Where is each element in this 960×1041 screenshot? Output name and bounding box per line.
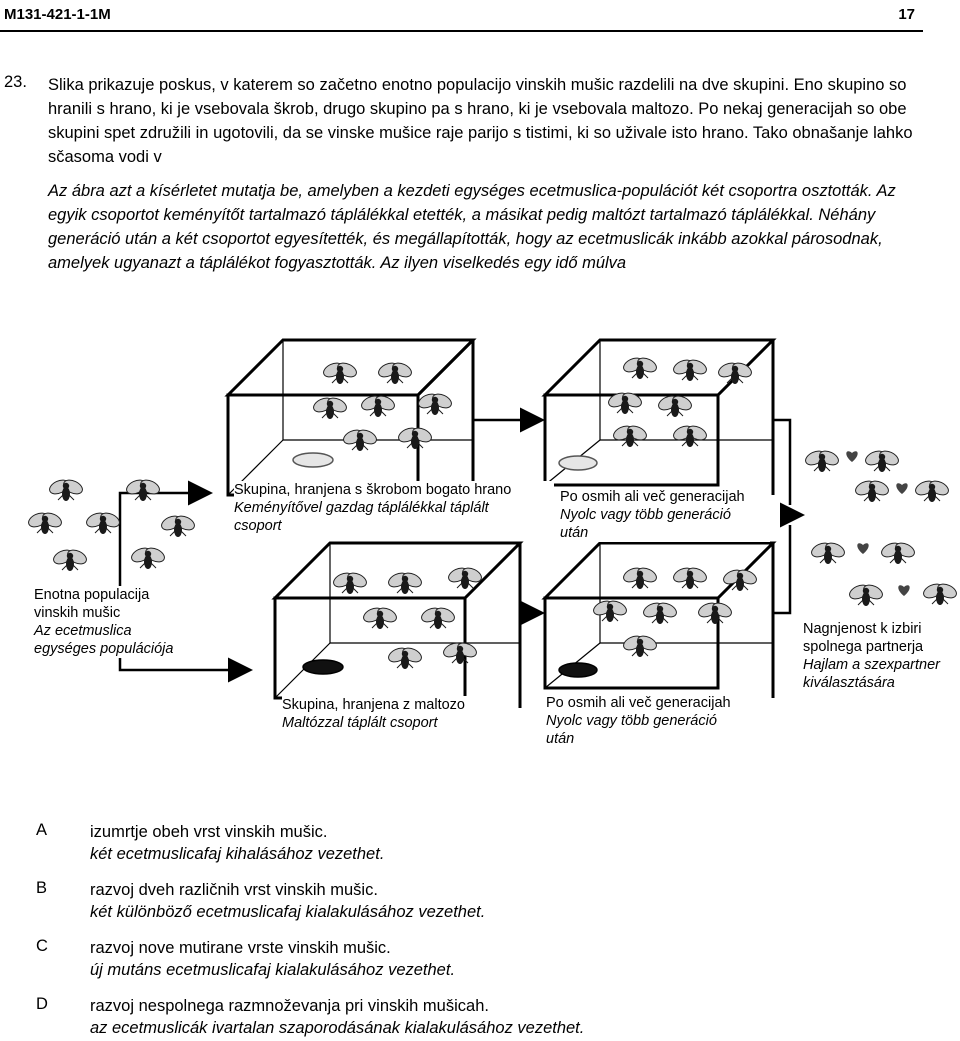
option-c-text-sl: razvoj nove mutirane vrste vinskih mušic…	[90, 939, 391, 957]
after-generations-top-label: Po osmih ali več generacijah Nyolc vagy …	[560, 488, 770, 542]
header-rule	[0, 30, 923, 32]
starch-label-sl: Skupina, hranjena s škrobom bogato hrano	[234, 482, 512, 498]
option-b[interactable]: razvoj dveh različnih vrst vinskih mušic…	[90, 879, 910, 923]
option-b-letter: B	[36, 879, 48, 897]
maltose-food-dish-2	[558, 662, 598, 678]
question-number: 23.	[4, 73, 27, 91]
option-a-text-hu: két ecetmuslicafaj kihalásához vezethet.	[90, 845, 385, 863]
start-population-flies	[25, 476, 198, 572]
option-c-letter: C	[36, 937, 48, 955]
maltose-label-hu: Maltózzal táplált csoport	[282, 715, 438, 731]
after-top-sl: Po osmih ali več generacijah	[560, 489, 745, 505]
document-code: M131-421-1-1M	[4, 6, 111, 23]
experiment-figure: Enotna populacija vinskih mušic Az ecetm…	[0, 330, 960, 800]
start-label-hu: Az ecetmuslica egységes populációja	[34, 623, 174, 657]
maltose-box-flies	[330, 564, 485, 670]
option-c[interactable]: razvoj nove mutirane vrste vinskih mušic…	[90, 937, 910, 981]
option-d-letter: D	[36, 995, 48, 1013]
mating-label-hu: Hajlam a szexpartner kiválasztására	[803, 657, 940, 691]
starch-food-dish-2	[558, 455, 598, 471]
option-a-letter: A	[36, 821, 48, 839]
maltose-box	[271, 541, 524, 708]
maltose-food-dish	[302, 659, 344, 675]
generations-top-flies	[605, 354, 755, 448]
starch-food-dish	[292, 452, 334, 468]
question-text-hungarian: Az ábra azt a kísérletet mutatja be, ame…	[48, 182, 896, 272]
starch-group-label: Skupina, hranjena s škrobom bogato hrano…	[234, 481, 554, 535]
option-a-text-sl: izumrtje obeh vrst vinskih mušic.	[90, 823, 328, 841]
option-a[interactable]: izumrtje obeh vrst vinskih mušic. két ec…	[90, 821, 910, 865]
after-generations-bottom-label: Po osmih ali več generacijah Nyolc vagy …	[546, 694, 761, 748]
after-bottom-sl: Po osmih ali več generacijah	[546, 695, 731, 711]
option-c-text-hu: új mutáns ecetmuslicafaj kialakulásához …	[90, 961, 456, 979]
option-b-text-sl: razvoj dveh različnih vrst vinskih mušic…	[90, 881, 378, 899]
start-population-label: Enotna populacija vinskih mušic Az ecetm…	[34, 586, 174, 658]
flow-lines	[118, 407, 805, 683]
mating-label-sl: Nagnjenost k izbiri spolnega partnerja	[803, 621, 924, 655]
question-text-slovene: Slika prikazuje poskus, v katerem so zač…	[48, 76, 913, 166]
start-label-sl: Enotna populacija vinskih mušic	[34, 587, 150, 621]
generations-box-bottom	[541, 541, 777, 698]
option-d-text-hu: az ecetmuslicák ivartalan szaporodásának…	[90, 1019, 585, 1037]
after-top-hu: Nyolc vagy több generáció után	[560, 507, 731, 541]
mating-pairs-flies	[802, 447, 960, 607]
after-bottom-hu: Nyolc vagy több generáció után	[546, 713, 717, 747]
maltose-group-label: Skupina, hranjena z maltozo Maltózzal tá…	[282, 696, 502, 732]
option-d-text-sl: razvoj nespolnega razmnoževanja pri vins…	[90, 997, 489, 1015]
option-d[interactable]: razvoj nespolnega razmnoževanja pri vins…	[90, 995, 910, 1039]
mating-preference-label: Nagnjenost k izbiri spolnega partnerja H…	[803, 620, 958, 692]
maltose-label-sl: Skupina, hranjena z maltozo	[282, 697, 465, 713]
starch-box-flies	[310, 359, 455, 452]
page-number: 17	[898, 6, 915, 23]
starch-label-hu: Keményítővel gazdag táplálékkal táplált …	[234, 500, 489, 534]
option-b-text-hu: két különböző ecetmuslicafaj kialakulásá…	[90, 903, 486, 921]
